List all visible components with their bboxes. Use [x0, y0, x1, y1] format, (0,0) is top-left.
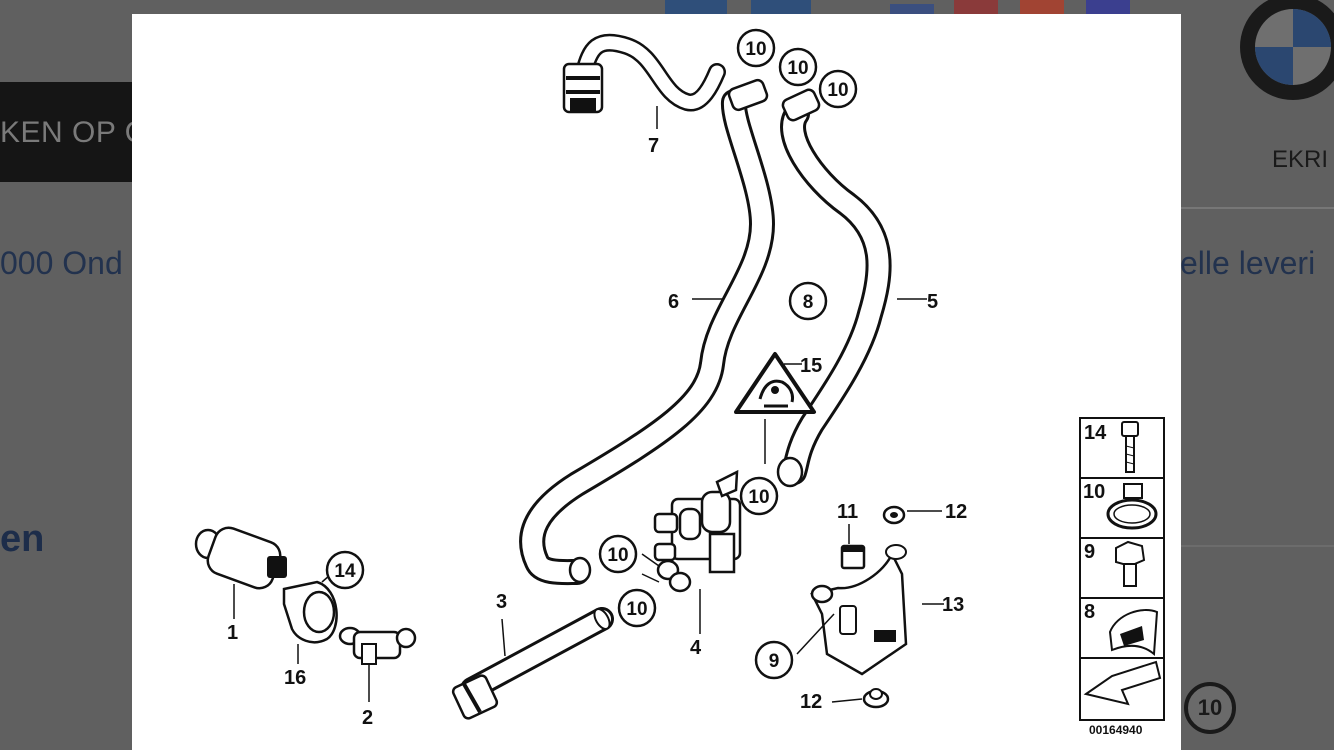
hex-bolt-icon	[1115, 540, 1146, 587]
hose-7	[562, 33, 726, 114]
bracket-16	[282, 580, 338, 644]
legend-label-10: 10	[1083, 481, 1105, 503]
label-4: 4	[690, 637, 702, 659]
background-menu-text: KEN OP C	[0, 116, 147, 149]
circle-label-8: 8	[788, 281, 828, 321]
svg-text:9: 9	[769, 651, 780, 672]
circle-label-14: 14	[325, 550, 365, 590]
hose-clamp-icon	[1106, 483, 1158, 530]
legend-label-9: 9	[1084, 541, 1095, 563]
warning-label-15	[734, 352, 816, 414]
label-16: 16	[284, 667, 306, 689]
label-6: 6	[668, 291, 679, 313]
label-3: 3	[496, 591, 507, 613]
label-15: 15	[800, 355, 822, 377]
svg-text:8: 8	[803, 292, 814, 313]
label-13: 13	[942, 594, 964, 616]
label-5: 5	[927, 291, 938, 313]
circle-label-10: 10	[778, 47, 818, 87]
diagram-reference-number: 00164940	[1089, 723, 1143, 737]
bolt-icon	[1121, 421, 1139, 473]
background-flag-icons	[890, 0, 1130, 14]
parts-diagram: 7 6 5 15 3 4 1 16 2 11 12 13 12 10 10 10…	[194, 28, 1165, 737]
clip-8-icon	[1108, 609, 1159, 657]
legend-label-8: 8	[1084, 601, 1095, 623]
water-pump-1	[194, 526, 287, 590]
circle-label-9: 9	[754, 640, 794, 680]
circle-label-10: 10	[818, 69, 858, 109]
svg-text:10: 10	[626, 599, 647, 620]
svg-text:10: 10	[745, 39, 766, 60]
background-left-heading: en	[0, 518, 45, 560]
hose-6	[519, 78, 776, 586]
background-left-text: 000 Ond	[0, 245, 123, 281]
label-12-lower: 12	[800, 691, 822, 713]
circle-label-10: 10	[739, 476, 779, 516]
connector-2	[338, 626, 417, 665]
svg-text:10: 10	[748, 487, 769, 508]
bmw-logo-icon	[1240, 0, 1334, 100]
background-divider	[1180, 207, 1334, 209]
label-2: 2	[362, 707, 373, 729]
background-share-icons	[665, 0, 811, 14]
hose-5	[776, 88, 892, 488]
arrow-icon	[1083, 660, 1162, 706]
background-badge-10: 10	[1184, 682, 1236, 734]
label-7: 7	[648, 135, 659, 157]
circle-label-10: 10	[617, 588, 657, 628]
water-valve-4	[641, 469, 742, 593]
background-right-label: EKRI	[1272, 146, 1329, 173]
parts-diagram-modal[interactable]: 7 6 5 15 3 4 1 16 2 11 12 13 12 10 10 10…	[132, 14, 1181, 750]
circle-label-10: 10	[598, 534, 638, 574]
clip-11	[840, 544, 866, 570]
label-11: 11	[837, 501, 858, 523]
background-top-bar	[0, 82, 140, 182]
label-12-upper: 12	[945, 501, 967, 523]
svg-text:10: 10	[607, 545, 628, 566]
label-1: 1	[227, 622, 238, 644]
svg-text:10: 10	[827, 80, 848, 101]
background-divider	[1180, 545, 1334, 547]
svg-text:10: 10	[787, 58, 808, 79]
circle-label-10: 10	[736, 28, 776, 68]
hardware-legend: 14 10 9 8	[1079, 417, 1165, 721]
grommet-12-lower	[862, 688, 890, 709]
grommet-12-upper	[882, 505, 906, 525]
legend-label-14: 14	[1084, 422, 1107, 444]
bracket-13	[810, 544, 908, 676]
background-right-text: elle leveri	[1180, 245, 1316, 281]
svg-text:14: 14	[334, 561, 356, 582]
hose-3	[451, 607, 614, 720]
